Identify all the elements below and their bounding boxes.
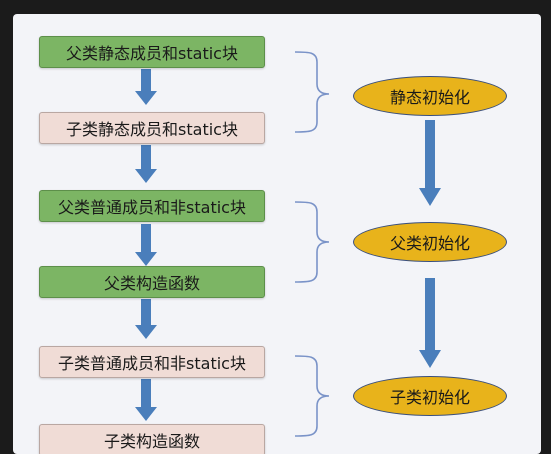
arrow-step-4-to-5 — [135, 299, 157, 339]
step-label: 子类静态成员和static块 — [66, 120, 238, 139]
phase-child-init: 子类初始化 — [353, 376, 507, 416]
arrow-phase-1-to-2 — [419, 120, 441, 206]
phase-label: 静态初始化 — [389, 88, 470, 107]
phase-label: 子类初始化 — [389, 388, 470, 407]
bracket-child — [294, 355, 330, 437]
bracket-parent — [294, 201, 330, 283]
step-arrows — [135, 69, 157, 421]
arrow-step-1-to-2 — [135, 69, 157, 105]
arrow-phase-2-to-3 — [419, 278, 441, 368]
step-parent-static: 父类静态成员和static块 — [39, 36, 265, 68]
step-parent-instance: 父类普通成员和非static块 — [39, 190, 265, 222]
arrow-step-2-to-3 — [135, 145, 157, 183]
step-parent-constructor: 父类构造函数 — [39, 266, 265, 298]
step-child-instance: 子类普通成员和非static块 — [39, 346, 265, 378]
step-label: 子类普通成员和非static块 — [58, 354, 246, 373]
connectors-layer — [135, 51, 441, 437]
bracket-static — [294, 51, 330, 133]
step-label: 子类构造函数 — [103, 432, 200, 451]
step-label: 父类普通成员和非static块 — [58, 198, 246, 217]
step-child-static: 子类静态成员和static块 — [39, 112, 265, 144]
step-label: 父类构造函数 — [103, 274, 200, 293]
step-label: 父类静态成员和static块 — [66, 44, 238, 63]
arrow-step-5-to-6 — [135, 379, 157, 421]
phase-parent-init: 父类初始化 — [353, 222, 507, 262]
arrow-step-3-to-4 — [135, 224, 157, 266]
phase-label: 父类初始化 — [389, 234, 470, 253]
phase-arrows — [419, 120, 441, 368]
phase-static-init: 静态初始化 — [353, 76, 507, 116]
step-child-constructor: 子类构造函数 — [39, 424, 265, 454]
group-brackets — [294, 51, 330, 437]
diagram-canvas: 父类静态成员和static块 子类静态成员和static块 父类普通成员和非st… — [13, 14, 541, 454]
